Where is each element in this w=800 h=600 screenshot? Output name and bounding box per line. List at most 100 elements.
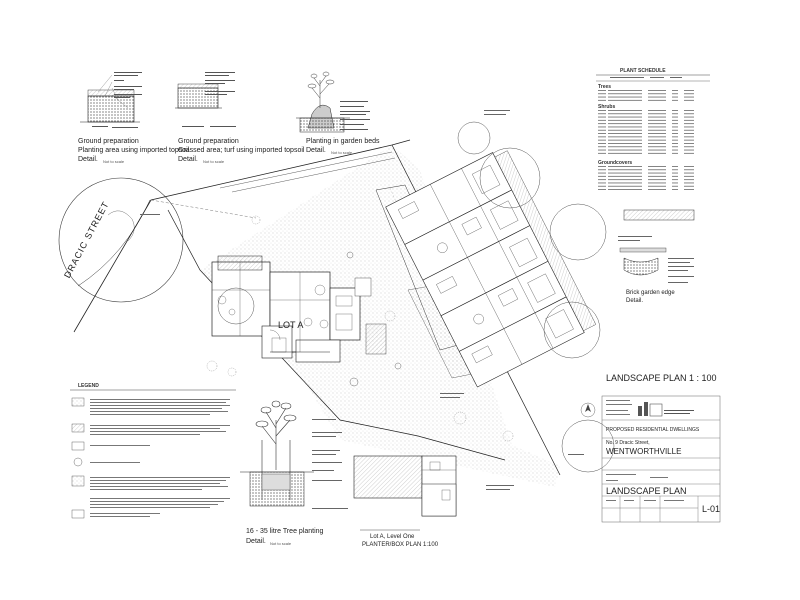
legend-title: LEGEND bbox=[78, 383, 99, 389]
schedule-row-line bbox=[598, 149, 606, 151]
schedule-row-line bbox=[684, 123, 694, 125]
north-arrow-icon bbox=[580, 402, 596, 418]
lot-a-level-one-plan-label: PLANTER/BOX PLAN 1:100 bbox=[362, 542, 439, 548]
topsoil-planting-detail-drawing bbox=[80, 72, 142, 128]
schedule-row-line bbox=[608, 182, 642, 184]
schedule-row-line bbox=[684, 166, 694, 167]
schedule-row-line bbox=[684, 126, 694, 128]
schedule-row-line bbox=[648, 90, 666, 91]
schedule-row-line bbox=[598, 143, 606, 144]
schedule-row-line bbox=[648, 143, 666, 144]
schedule-row-line bbox=[684, 110, 694, 111]
topsoil-detail-label: Detail. bbox=[78, 156, 98, 163]
garden-bed-detail-label: Detail. bbox=[306, 147, 326, 154]
schedule-row-line bbox=[648, 175, 666, 177]
schedule-row-line bbox=[598, 166, 606, 167]
schedule-row-line bbox=[672, 110, 678, 111]
schedule-row-line bbox=[608, 119, 642, 121]
brick-edge-title: Brick garden edge bbox=[626, 290, 675, 296]
schedule-row-line bbox=[608, 172, 642, 174]
schedule-row-line bbox=[598, 136, 606, 138]
lot-a-level-one-plan bbox=[353, 455, 457, 531]
brick-edge-label: Detail. bbox=[626, 298, 644, 304]
schedule-row-line bbox=[672, 119, 678, 121]
schedule-row-line bbox=[672, 179, 678, 181]
topsoil-detail-subtitle: Planting area using imported topsoil bbox=[78, 147, 190, 154]
schedule-row-line bbox=[672, 182, 678, 184]
schedule-row-line bbox=[648, 152, 666, 154]
schedule-row-line bbox=[684, 146, 694, 148]
project-suburb: WENTWORTHVILLE bbox=[606, 447, 682, 456]
schedule-row-line bbox=[648, 189, 666, 190]
schedule-row-line bbox=[684, 129, 694, 131]
schedule-row-line bbox=[598, 93, 606, 95]
garden-bed-detail-scale: Not to scale bbox=[331, 150, 353, 155]
schedule-row-line bbox=[648, 169, 666, 171]
schedule-row-line bbox=[648, 116, 666, 118]
sheet-number: L-01 bbox=[702, 504, 721, 514]
drawing-title: LANDSCAPE PLAN bbox=[606, 486, 687, 496]
schedule-row-line bbox=[648, 166, 666, 167]
schedule-row-line bbox=[672, 126, 678, 128]
topsoil-detail-title: Ground preparation bbox=[78, 138, 139, 145]
schedule-row-line bbox=[684, 169, 694, 171]
tree-detail-scale: Not to scale bbox=[270, 541, 292, 546]
project-name: PROPOSED RESIDENTIAL DWELLINGS bbox=[606, 427, 700, 433]
schedule-row-line bbox=[672, 123, 678, 125]
title-block bbox=[601, 395, 721, 523]
schedule-section-trees: Trees bbox=[598, 84, 612, 90]
schedule-row-line bbox=[598, 189, 606, 190]
schedule-row-line bbox=[684, 136, 694, 138]
schedule-row-line bbox=[598, 175, 606, 177]
schedule-row-line bbox=[648, 126, 666, 128]
schedule-section-shrubs: Shrubs bbox=[598, 104, 616, 110]
schedule-row-line bbox=[684, 116, 694, 118]
schedule-row-line bbox=[648, 96, 666, 98]
schedule-row-line bbox=[608, 179, 642, 181]
schedule-row-line bbox=[608, 185, 642, 187]
schedule-row-line bbox=[608, 166, 642, 167]
schedule-row-line bbox=[598, 179, 606, 181]
schedule-row-line bbox=[648, 93, 666, 95]
schedule-row-line bbox=[684, 119, 694, 121]
schedule-row-line bbox=[672, 143, 678, 144]
schedule-row-line bbox=[598, 133, 606, 134]
garden-bed-detail-title: Planting in garden beds bbox=[306, 138, 380, 145]
schedule-row-line bbox=[648, 172, 666, 174]
schedule-row-line bbox=[684, 90, 694, 91]
schedule-row-line bbox=[608, 152, 642, 154]
schedule-row-line bbox=[598, 126, 606, 128]
schedule-row-line bbox=[684, 175, 694, 177]
schedule-section-groundcovers: Groundcovers bbox=[598, 160, 633, 166]
tree-detail-title: 16 - 35 litre Tree planting bbox=[246, 528, 324, 535]
brick-edge-detail-drawing bbox=[618, 209, 695, 283]
schedule-row-line bbox=[684, 185, 694, 187]
schedule-row-line bbox=[608, 175, 642, 177]
schedule-row-line bbox=[684, 179, 694, 181]
turf-detail-drawing bbox=[175, 72, 236, 127]
schedule-row-line bbox=[648, 129, 666, 131]
schedule-row-line bbox=[608, 129, 642, 131]
topsoil-detail-scale: Not to scale bbox=[103, 159, 125, 164]
schedule-row-line bbox=[598, 119, 606, 121]
schedule-row-line bbox=[672, 113, 678, 115]
schedule-row-line bbox=[672, 169, 678, 171]
schedule-row-line bbox=[608, 189, 642, 190]
lot-a-label: LOT A bbox=[278, 320, 304, 330]
townhouses bbox=[385, 150, 597, 388]
schedule-row-line bbox=[598, 185, 606, 187]
schedule-row-line bbox=[648, 185, 666, 187]
lot-a-level-one-caption: Lot A, Level One bbox=[370, 534, 415, 540]
schedule-row-line bbox=[684, 113, 694, 115]
schedule-row-line bbox=[608, 133, 642, 134]
schedule-row-line bbox=[608, 136, 642, 138]
schedule-row-line bbox=[598, 129, 606, 131]
schedule-row-line bbox=[672, 185, 678, 187]
schedule-row-line bbox=[648, 146, 666, 148]
schedule-row-line bbox=[684, 172, 694, 174]
schedule-row-line bbox=[684, 96, 694, 98]
project-address: No. 9 Dracic Street, bbox=[606, 440, 650, 446]
schedule-row-line bbox=[608, 139, 642, 141]
schedule-row-line bbox=[648, 119, 666, 121]
schedule-row-line bbox=[598, 152, 606, 154]
